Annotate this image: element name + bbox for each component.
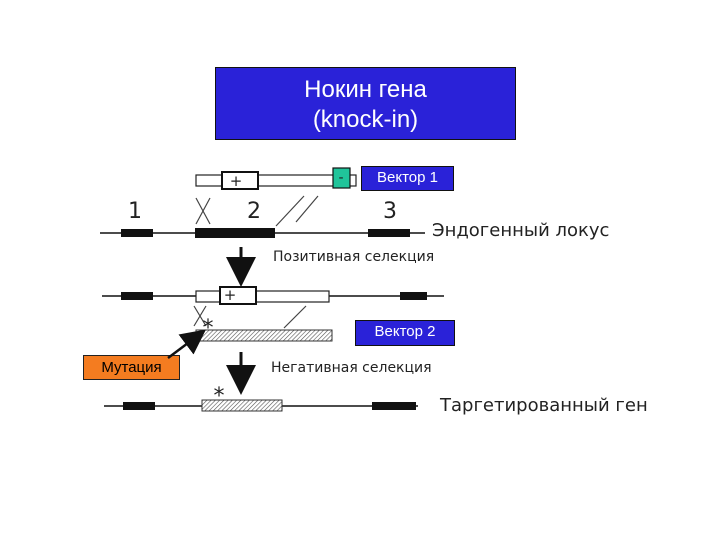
targeted-exon-1 [123, 402, 155, 410]
negative-selection-label: Негативная селекция [271, 360, 432, 376]
row2-exon-1 [121, 292, 153, 300]
positive-cassette [221, 171, 259, 190]
negative-cassette [332, 167, 351, 189]
negative-marker: - [338, 170, 343, 186]
exon-3 [368, 229, 410, 237]
positive-marker: + [230, 172, 243, 190]
title-line-2: (knock-in) [312, 106, 419, 133]
exon-2 [195, 228, 275, 238]
targeted-mutation-star: * [214, 384, 225, 409]
exon-number-2: 2 [247, 199, 261, 224]
intermediate-locus: + [102, 286, 444, 305]
exon-number-3: 3 [383, 199, 397, 224]
mutation-star: * [203, 316, 214, 341]
vector-2-construct [195, 329, 333, 342]
row2-positive-marker: + [224, 286, 237, 304]
exon-number-1: 1 [128, 199, 142, 224]
targeted-gene-label: Таргетированный ген [439, 395, 648, 416]
targeted-exon-3 [372, 402, 416, 410]
row2-positive-cassette [219, 286, 257, 305]
targeted-gene [104, 399, 418, 412]
mutation-pointer-arrow [167, 329, 206, 359]
positive-selection-label: Позитивная селекция [273, 249, 434, 265]
vector-1-backbone [195, 174, 357, 187]
exon-1 [121, 229, 153, 237]
locus-label: Эндогенный локус [432, 220, 609, 241]
vector-1-construct: + - [195, 167, 357, 190]
title-banner: Нокин гена (knock-in) [215, 67, 516, 140]
targeted-insert [201, 399, 283, 412]
mutation-label: Мутация [83, 355, 180, 380]
row2-exon-3 [400, 292, 427, 300]
recombination-crosses-2 [193, 305, 307, 329]
recombination-crosses-1 [195, 195, 319, 227]
row2-insert [195, 290, 330, 303]
title-line-1: Нокин гена [304, 76, 427, 103]
vector-1-label: Вектор 1 [361, 166, 454, 191]
vector-2-label: Вектор 2 [355, 320, 455, 346]
endogenous-locus [100, 228, 425, 238]
